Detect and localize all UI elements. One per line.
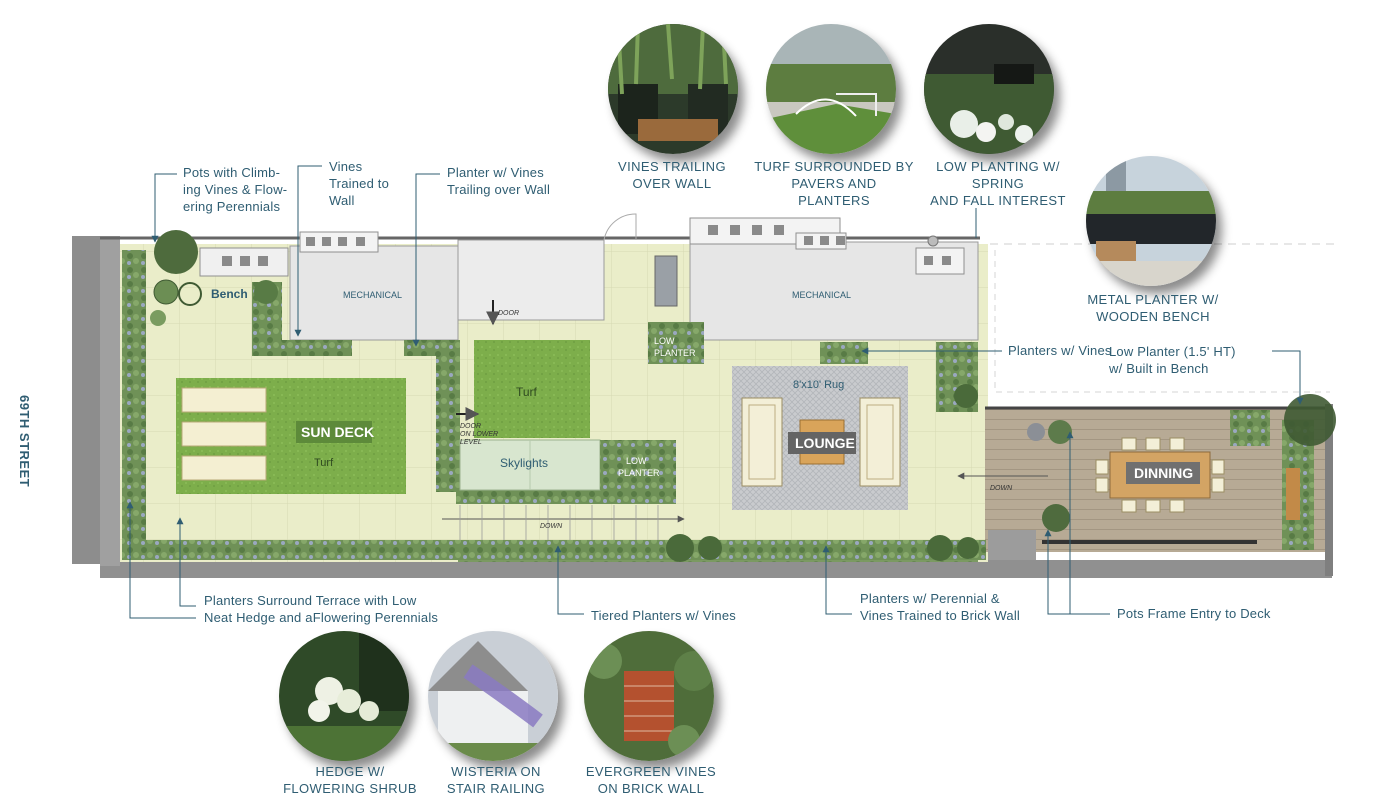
lounger-1 (181, 387, 267, 413)
skylights-label: Skylights (500, 456, 548, 470)
sun-deck-label: SUN DECK (301, 424, 374, 440)
photo-vines-trailing-over-wall (608, 24, 738, 154)
building-walls (72, 236, 1333, 578)
leader-lines (126, 165, 1304, 619)
callout-pots-climbing-vines: Pots with Climb-ing Vines & Flow-ering P… (183, 165, 288, 214)
mechanical-left-label: MECHANICAL (343, 290, 402, 300)
mechanical-right-label: MECHANICAL (792, 290, 851, 300)
mechanical-left (199, 231, 605, 341)
rug-label: 8'x10' Rug (793, 379, 844, 391)
callout-planters-with-vines: Planters w/ Vines (1008, 343, 1112, 358)
photo-evergreen-vines-brick-wall (584, 631, 714, 761)
callout-tiered-planters: Tiered Planters w/ Vines (591, 608, 736, 623)
sofa-right (859, 397, 901, 487)
pots-and-shrubs (150, 230, 1336, 562)
down-label-1: DOWN (540, 523, 563, 530)
bench-label: Bench (211, 287, 248, 301)
caption-hedge: HEDGE W/FLOWERING SHRUB (283, 764, 417, 796)
dining-table-set (1095, 437, 1225, 513)
lounger-3 (181, 455, 267, 481)
sun-deck-label-bg (296, 421, 372, 443)
sofa-left (741, 397, 783, 487)
lounge-label: LOUNGE (795, 435, 855, 451)
door-lower-label: DOOR ON LOWER LEVEL (460, 423, 500, 446)
callout-low-planter-bench: Low Planter (1.5' HT)w/ Built in Bench (1109, 344, 1236, 376)
turf-mid-label: Turf (516, 385, 538, 399)
low-planter-top-label: LOW PLANTER (654, 336, 696, 358)
door-label: DOOR (498, 310, 519, 317)
turf-sun-label: Turf (314, 457, 334, 469)
photo-wisteria-stair-railing (428, 631, 558, 761)
callout-planters-perennial-vines: Planters w/ Perennial &Vines Trained to … (860, 591, 1021, 623)
mechanical-right (654, 217, 979, 341)
callout-pots-frame-entry: Pots Frame Entry to Deck (1117, 606, 1271, 621)
low-planter-mid-label: LOW PLANTER (618, 456, 660, 478)
street-label: 69TH STREET (17, 395, 32, 488)
photo-metal-planter-wooden-bench (1086, 156, 1216, 286)
caption-metal-planter: METAL PLANTER W/WOODEN BENCH (1087, 292, 1219, 324)
lounger-2 (181, 421, 267, 447)
low-planter-middle (600, 440, 676, 490)
photo-low-planting-spring-fall (924, 24, 1054, 154)
photo-turf-surrounded-by-pavers (766, 24, 896, 154)
down-label-2: DOWN (990, 485, 1013, 492)
center-turf (474, 340, 590, 438)
door-swing (603, 213, 637, 241)
photo-hedge-flowering-shrub (279, 631, 409, 761)
dinning-label: DINNING (1134, 465, 1193, 481)
